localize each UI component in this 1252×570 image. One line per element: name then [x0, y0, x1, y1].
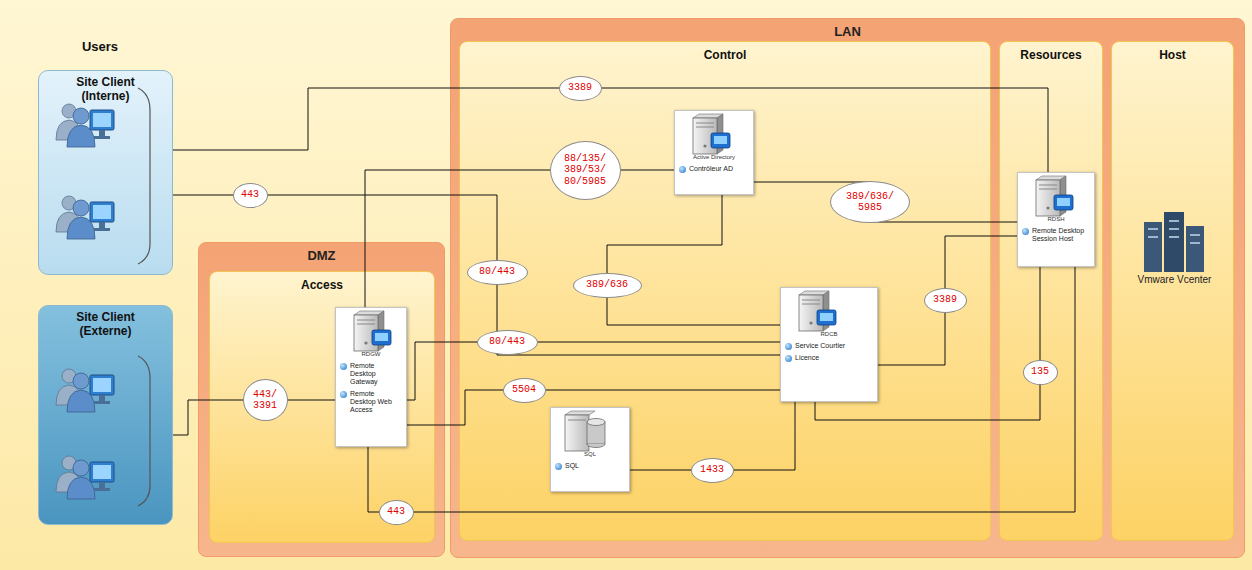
connector: [815, 267, 1040, 420]
icon-shape: [1036, 176, 1073, 216]
port-number: 389/636: [586, 279, 628, 291]
icon-shape: [1144, 212, 1204, 272]
port-number: 3389: [568, 82, 592, 94]
server-name: RDSH: [1022, 216, 1090, 223]
server-card: RDSH Remote Desktop Session Host: [1017, 172, 1095, 267]
server-card: RDCB Service CourtierLicence: [780, 287, 878, 402]
role-label: Remote Desktop Gateway: [340, 362, 402, 386]
port-ellipse: 389/636: [573, 273, 642, 298]
zone-heading: Site Client (Interne): [58, 75, 154, 104]
role-label: Remote Desktop Web Access: [340, 390, 402, 414]
zone-heading: Resources: [1000, 42, 1102, 62]
port-ellipse: 1433: [691, 458, 734, 483]
port-number: 389/636/5985: [846, 191, 895, 214]
server-name: Active Directory: [679, 154, 749, 161]
role-label: Remote Desktop Session Host: [1022, 227, 1090, 243]
server-card: Active DirectoryContrôleur AD: [674, 110, 754, 195]
server-card: SQL SQL: [550, 407, 630, 492]
zone-heading: Access: [210, 272, 434, 292]
vcenter-host: Vmware Vcenter: [1132, 212, 1217, 292]
port-ellipse: 3389: [559, 76, 602, 101]
user-icon: [56, 369, 114, 412]
port-number: 443: [387, 506, 405, 518]
port-ellipse: 80/443: [477, 330, 538, 355]
group-bracket: [138, 356, 150, 506]
server-name: SQL: [555, 451, 625, 458]
port-ellipse: 443: [233, 183, 268, 208]
icon-shape: [354, 311, 391, 351]
server-icon: [559, 410, 609, 452]
network-zone: Vmware Vcenter Host: [1111, 41, 1234, 541]
port-ellipse: 443: [379, 500, 414, 525]
zone-heading: Control: [460, 42, 990, 62]
port-ellipse: 5504: [503, 378, 546, 403]
icon-shape: [693, 114, 730, 154]
icon-shape: [799, 291, 836, 331]
section-heading: Users: [82, 39, 118, 54]
port-number: 1433: [700, 464, 724, 476]
server-name: RDCB: [785, 331, 873, 338]
role-label: Service Courtier: [785, 342, 873, 350]
port-ellipse: 135: [1023, 360, 1058, 385]
connector: [607, 195, 780, 325]
server-icon: [683, 113, 733, 155]
host-label: Vmware Vcenter: [1132, 274, 1217, 285]
icon-shape: [565, 411, 605, 451]
client-site-panel: Site Client (Interne): [38, 70, 173, 275]
zone-heading: Site Client (Externe): [58, 310, 154, 339]
port-number: 443: [241, 189, 259, 201]
server-name: RDGW: [340, 351, 402, 358]
zone-heading: LAN: [451, 19, 1244, 39]
connector: [365, 170, 674, 307]
connector: [878, 236, 1017, 365]
port-ellipse: 389/636/5985: [830, 181, 910, 223]
role-label: Contrôleur AD: [679, 165, 749, 173]
port-number: 135: [1031, 366, 1049, 378]
user-icon: [56, 456, 114, 499]
server-icon: [344, 310, 394, 352]
port-ellipse: 80/443: [467, 260, 528, 285]
connector: [407, 342, 780, 400]
port-number: 80/443: [489, 336, 525, 348]
port-number: 5504: [512, 384, 536, 396]
port-ellipse: 88/135/389/53/80/5985: [550, 141, 621, 200]
zone-heading: Host: [1112, 42, 1233, 62]
role-label: Licence: [785, 354, 873, 362]
server-icon: [1026, 175, 1076, 217]
connector: [754, 182, 1017, 222]
server-icon: [789, 290, 839, 332]
port-number: 80/443: [479, 266, 515, 278]
server-card: RDGW Remote Desktop GatewayRemote Desktop…: [335, 307, 407, 447]
connector: [173, 195, 780, 355]
role-label: SQL: [555, 462, 625, 470]
port-number: 3389: [933, 294, 957, 306]
user-icon: [56, 104, 114, 147]
port-ellipse: 443/3391: [243, 379, 288, 421]
port-number: 88/135/389/53/80/5985: [564, 153, 607, 188]
zone-heading: DMZ: [199, 243, 444, 263]
connector-group: [173, 88, 1075, 512]
connector: [368, 267, 1075, 512]
port-number: 443/3391: [253, 389, 278, 412]
user-icon: [56, 196, 114, 239]
decoration: [56, 88, 150, 506]
connector: [407, 390, 780, 425]
group-bracket: [138, 88, 150, 264]
vcenter-icon: [1140, 212, 1210, 272]
network-zone: RDSH Remote Desktop Session Host Resources: [999, 41, 1103, 541]
port-ellipse: 3389: [924, 288, 967, 313]
